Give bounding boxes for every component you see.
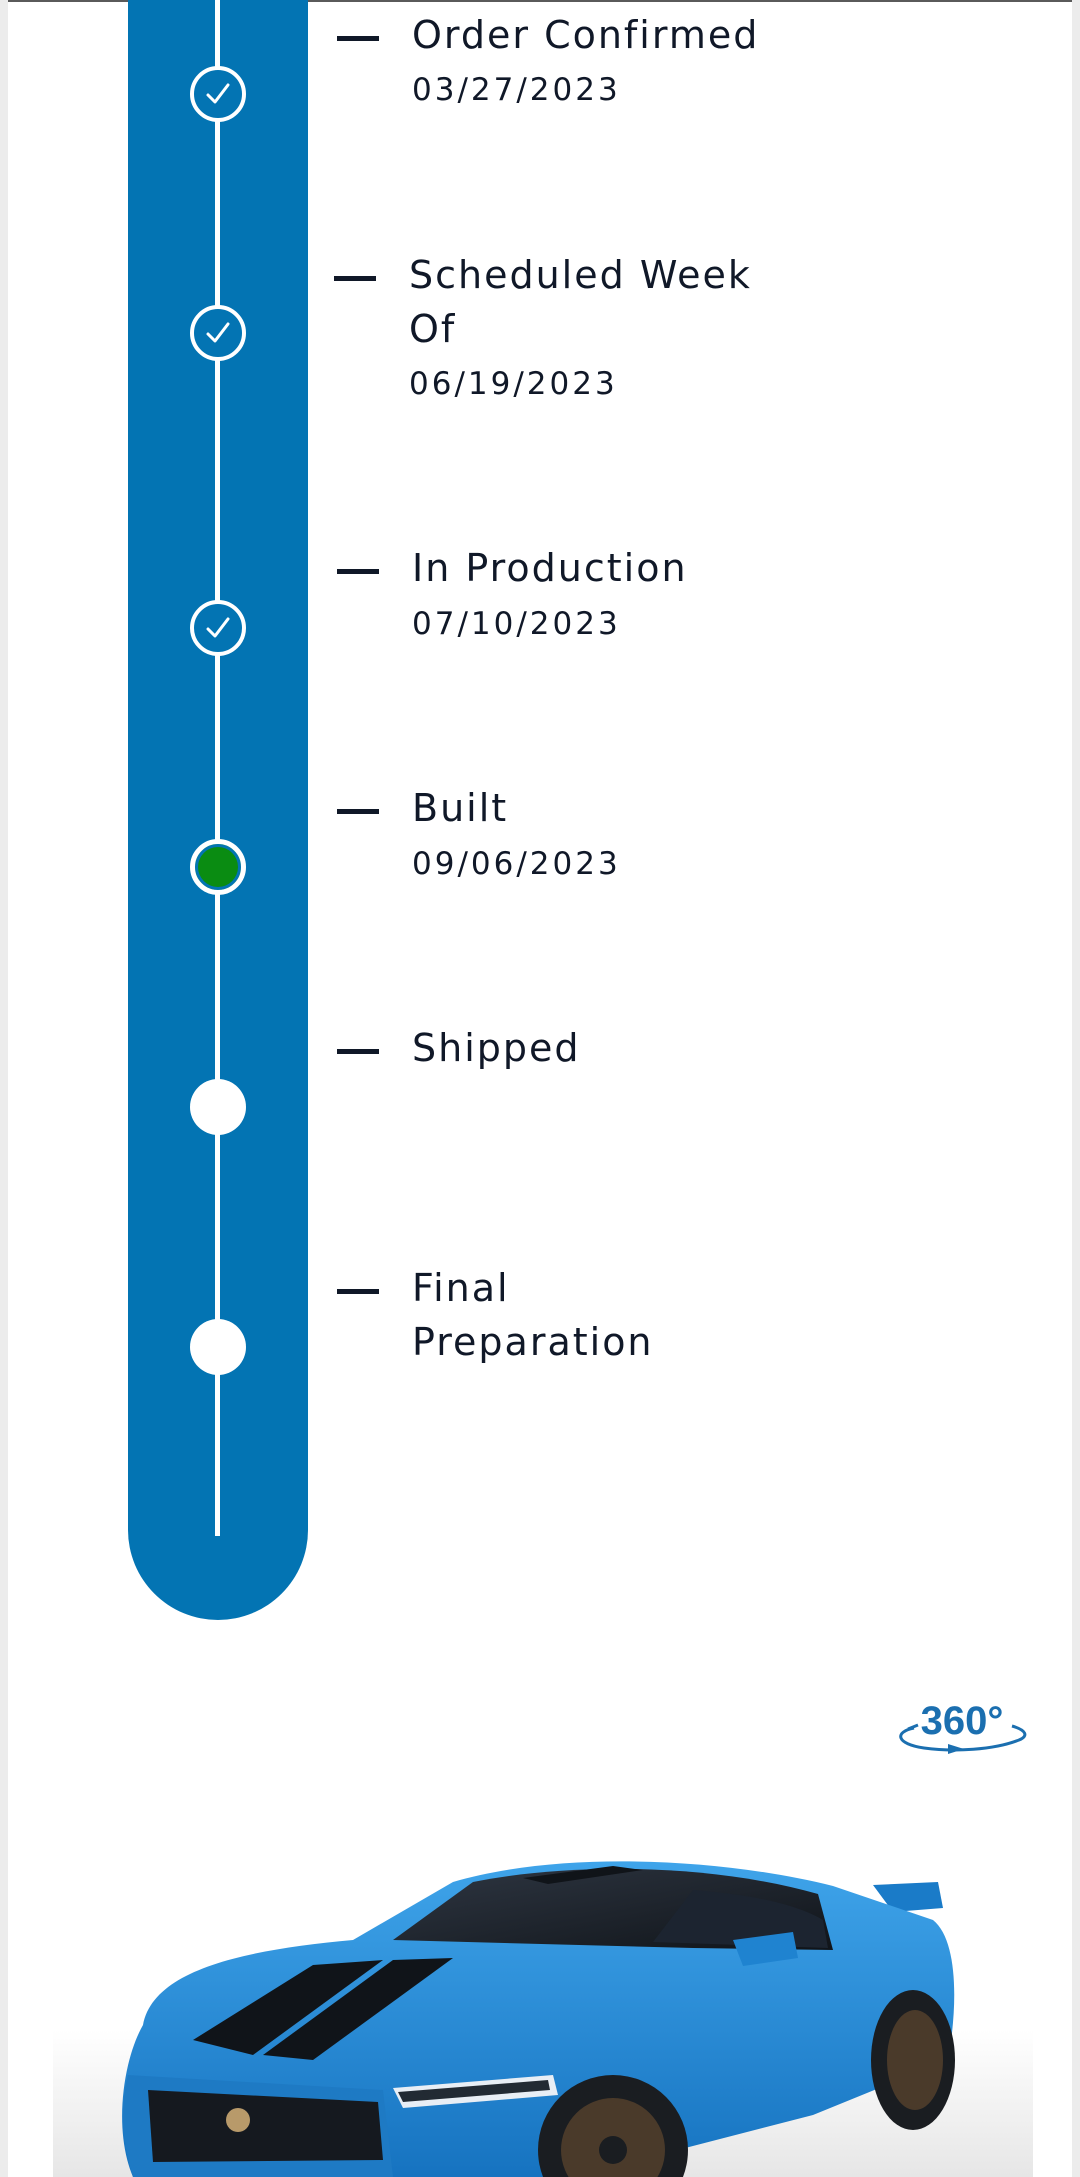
view-360-button[interactable]: 360° — [884, 1692, 1034, 1762]
vehicle-image[interactable] — [53, 1790, 1033, 2177]
step-node-order-confirmed — [190, 66, 246, 122]
view-360-label: 360° — [921, 1699, 1004, 1743]
step-date: 03/27/2023 — [412, 72, 621, 108]
step-title: Shipped — [412, 1026, 581, 1070]
step-dash — [334, 276, 376, 281]
top-divider — [8, 0, 1072, 2]
checkmark-icon — [206, 322, 230, 343]
step-dash — [337, 1049, 379, 1054]
step-dash — [337, 569, 379, 574]
step-node-in-production — [190, 600, 246, 656]
progress-line — [215, 0, 220, 1536]
step-title: In Production — [412, 546, 688, 590]
order-tracker-page: Order Confirmed 03/27/2023 Scheduled Wee… — [8, 0, 1072, 2177]
checkmark-icon — [206, 617, 230, 638]
rotate-360-icon: 360° — [899, 1699, 1027, 1754]
step-title: Built — [412, 786, 509, 830]
step-node-final-preparation — [190, 1319, 246, 1375]
step-node-shipped — [190, 1079, 246, 1135]
step-date: 06/19/2023 — [409, 366, 618, 402]
step-dash — [337, 36, 379, 41]
step-date: 09/06/2023 — [412, 846, 621, 882]
step-node-scheduled-week — [190, 305, 246, 361]
step-dash — [337, 1289, 379, 1294]
step-dash — [337, 809, 379, 814]
step-title: Scheduled Week Of — [409, 253, 752, 351]
step-title: Final Preparation — [412, 1266, 654, 1364]
checkmark-icon — [206, 83, 230, 104]
step-node-built-current — [190, 839, 246, 895]
step-title: Order Confirmed — [412, 13, 760, 57]
step-date: 07/10/2023 — [412, 606, 621, 642]
